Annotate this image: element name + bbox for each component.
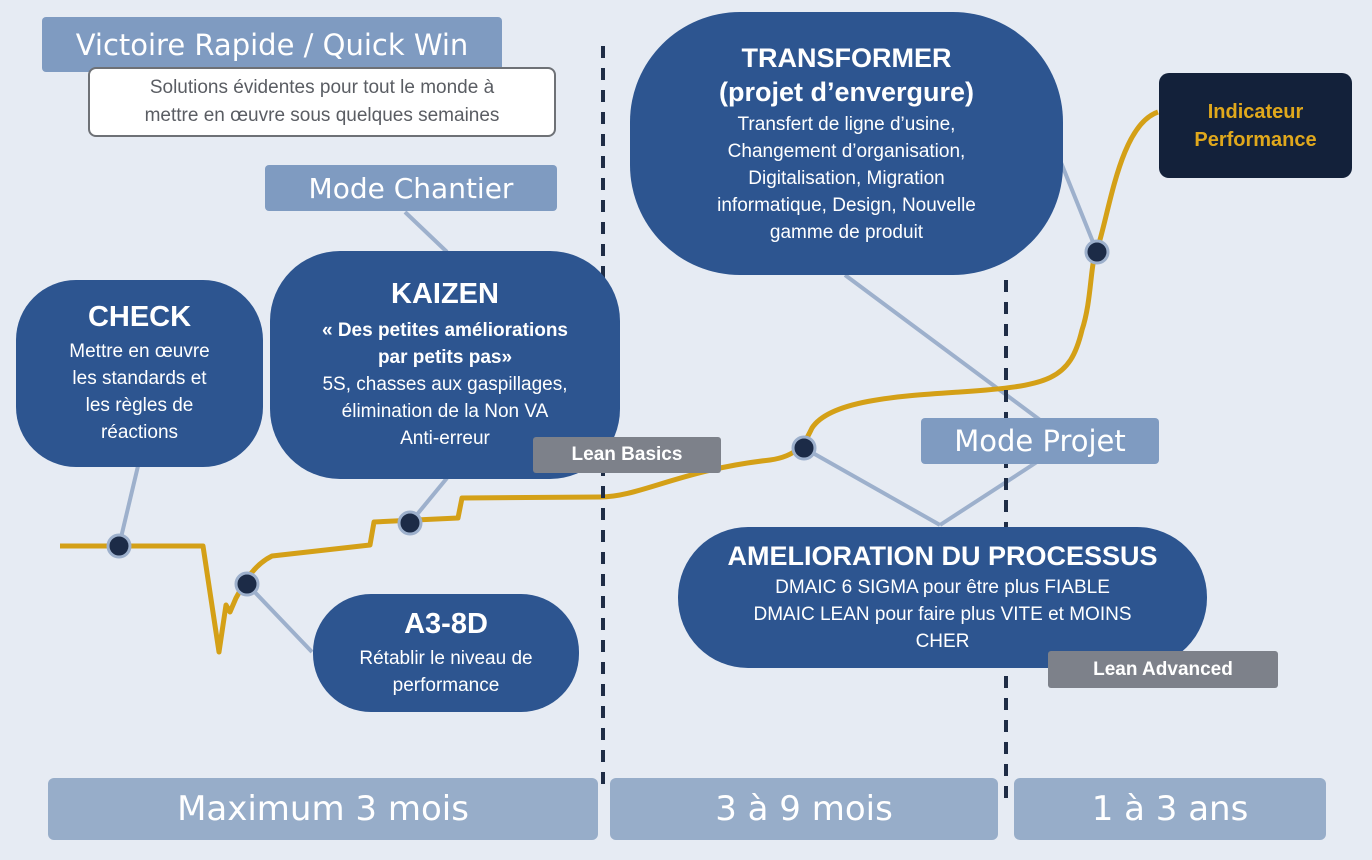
transformer-desc-line: Transfert de ligne d’usine, bbox=[737, 114, 956, 135]
indicator-label: Performance bbox=[1194, 128, 1317, 151]
check-desc-line: les standards et bbox=[72, 368, 207, 389]
kaizen-desc-line: élimination de la Non VA bbox=[341, 401, 549, 422]
period-medium: 3 à 9 mois bbox=[610, 778, 998, 840]
period-medium-label: 3 à 9 mois bbox=[715, 789, 893, 829]
kaizen-quote-line: « Des petites améliorations bbox=[321, 320, 569, 341]
kaizen-desc-line: Anti-erreur bbox=[400, 428, 490, 449]
indicator-label: Indicateur bbox=[1207, 100, 1304, 123]
period-short-label: Maximum 3 mois bbox=[177, 789, 469, 829]
connector-a3 bbox=[245, 582, 314, 654]
lean-advanced-tag: Lean Advanced bbox=[1048, 651, 1278, 688]
a3-8d-desc-line: performance bbox=[392, 674, 500, 696]
indicator-box: Indicateur Performance bbox=[1159, 73, 1352, 178]
transformer-bubble: TRANSFORMER (projet d’envergure) Transfe… bbox=[630, 12, 1063, 275]
period-long: 1 à 3 ans bbox=[1014, 778, 1326, 840]
quick-win-desc-line: mettre en œuvre sous quelques semaines bbox=[144, 105, 500, 126]
mode-projet-tag: Mode Projet bbox=[921, 418, 1159, 464]
amelioration-desc-line: CHER bbox=[915, 630, 970, 652]
check-title: CHECK bbox=[87, 301, 192, 333]
amelioration-desc-line: DMAIC LEAN pour faire plus VITE et MOINS bbox=[753, 603, 1132, 625]
a3-8d-bubble: A3-8D Rétablir le niveau de performance bbox=[313, 594, 579, 712]
quick-win-description: Solutions évidentes pour tout le monde à… bbox=[88, 67, 556, 137]
connector-process-right bbox=[938, 458, 1042, 527]
period-short: Maximum 3 mois bbox=[48, 778, 598, 840]
transformer-desc-line: Changement d’organisation, bbox=[727, 141, 966, 162]
kaizen-desc-line: 5S, chasses aux gaspillages, bbox=[322, 374, 568, 395]
check-bubble: CHECK Mettre en œuvre les standards et l… bbox=[16, 280, 263, 467]
a3-8d-desc-line: Rétablir le niveau de bbox=[359, 647, 533, 669]
quick-win-title-text: Victoire Rapide / Quick Win bbox=[75, 27, 469, 62]
connector-check bbox=[117, 465, 140, 547]
transformer-desc-line: gamme de produit bbox=[769, 222, 924, 243]
quick-win-desc-line: Solutions évidentes pour tout le monde à bbox=[149, 77, 495, 98]
kaizen-title: KAIZEN bbox=[391, 278, 499, 310]
connector-chantier bbox=[403, 210, 449, 254]
transformer-subtitle: (projet d’envergure) bbox=[718, 77, 975, 107]
check-desc-line: les règles de bbox=[85, 395, 194, 416]
amelioration-desc-line: DMAIC 6 SIGMA pour être plus FIABLE bbox=[775, 576, 1110, 598]
quick-win-title: Victoire Rapide / Quick Win bbox=[42, 17, 502, 72]
transformer-desc-line: informatique, Design, Nouvelle bbox=[717, 195, 976, 216]
mode-chantier-tag: Mode Chantier bbox=[265, 165, 557, 211]
mode-projet-label: Mode Projet bbox=[954, 424, 1126, 458]
lean-basics-label: Lean Basics bbox=[571, 444, 683, 465]
check-desc-line: Mettre en œuvre bbox=[69, 341, 210, 362]
marker-kaizen bbox=[397, 510, 423, 536]
marker-a3 bbox=[234, 571, 260, 597]
a3-8d-title: A3-8D bbox=[404, 607, 488, 640]
connector-process-left bbox=[803, 446, 941, 527]
mode-chantier-label: Mode Chantier bbox=[308, 171, 514, 205]
transformer-desc-line: Digitalisation, Migration bbox=[748, 168, 945, 189]
transformer-title: TRANSFORMER bbox=[741, 43, 952, 73]
amelioration-title: AMELIORATION DU PROCESSUS bbox=[727, 540, 1158, 571]
amelioration-bubble: AMELIORATION DU PROCESSUS DMAIC 6 SIGMA … bbox=[678, 527, 1207, 668]
connector-indicator-left bbox=[1058, 159, 1099, 253]
kaizen-quote-line: par petits pas» bbox=[377, 347, 513, 368]
lean-advanced-label: Lean Advanced bbox=[1093, 658, 1233, 680]
check-desc-line: réactions bbox=[100, 422, 179, 443]
lean-basics-tag: Lean Basics bbox=[533, 437, 721, 473]
marker-process bbox=[791, 435, 817, 461]
marker-indicator bbox=[1084, 239, 1110, 265]
marker-check bbox=[106, 533, 132, 559]
period-long-label: 1 à 3 ans bbox=[1091, 789, 1249, 829]
